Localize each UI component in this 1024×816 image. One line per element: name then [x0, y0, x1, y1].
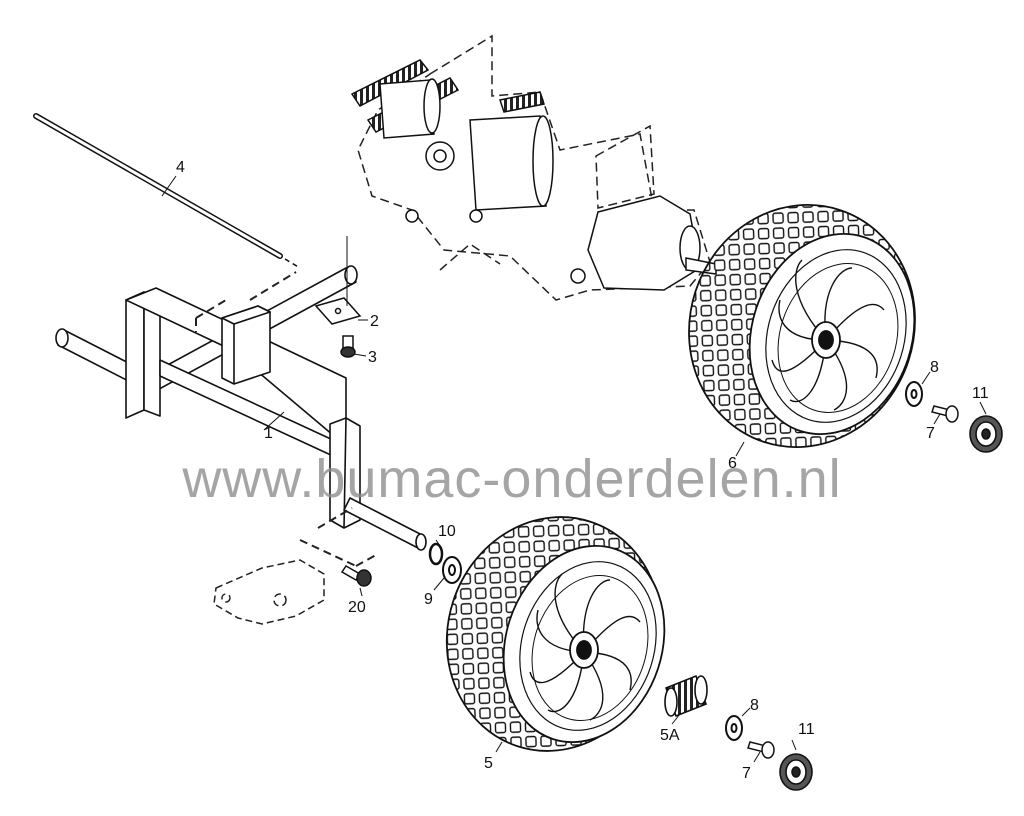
washer-part-9	[442, 556, 462, 584]
screw-part-3	[340, 335, 356, 358]
transmission-assembly-dashed	[350, 34, 717, 301]
ring-part-10	[428, 542, 444, 566]
leader-lines	[161, 175, 987, 763]
callout-6: 6	[728, 455, 737, 472]
wheel-part-6	[688, 204, 916, 448]
nut-part-11-lower	[779, 753, 813, 791]
callout-4: 4	[176, 159, 185, 176]
callout-3: 3	[368, 349, 377, 366]
callout-7-lower: 7	[742, 765, 751, 782]
bolt-part-20	[340, 565, 372, 587]
callout-11-upper: 11	[972, 385, 989, 402]
callout-8-lower: 8	[750, 697, 759, 714]
callout-labels: 4 1 2 3 6 8 7 11 10 9 20 5 5A 8 7 11	[176, 159, 989, 782]
callout-5: 5	[484, 755, 493, 772]
callout-5a: 5A	[660, 727, 680, 744]
callout-20: 20	[348, 599, 366, 616]
plate-part-2	[314, 236, 362, 325]
axle-frame-part-1	[55, 265, 427, 551]
callout-7-upper: 7	[926, 425, 935, 442]
callout-10: 10	[438, 523, 456, 540]
frame-dashed-guides	[195, 271, 377, 567]
hub-bushing-part-5a	[664, 674, 708, 718]
rod-part-4	[33, 113, 301, 269]
bolt-part-7-lower	[747, 741, 775, 759]
washer-part-8-lower	[725, 715, 743, 741]
bolt-part-7-upper	[931, 405, 959, 423]
callout-1: 1	[264, 425, 273, 442]
washer-part-8-upper	[905, 381, 923, 407]
callout-8-upper: 8	[930, 359, 939, 376]
nut-part-11-upper	[969, 415, 1003, 453]
callout-2: 2	[370, 313, 379, 330]
callout-9: 9	[424, 591, 433, 608]
callout-11-lower: 11	[798, 721, 815, 738]
wheel-part-5	[445, 516, 666, 752]
bracket-dashed	[213, 559, 325, 625]
